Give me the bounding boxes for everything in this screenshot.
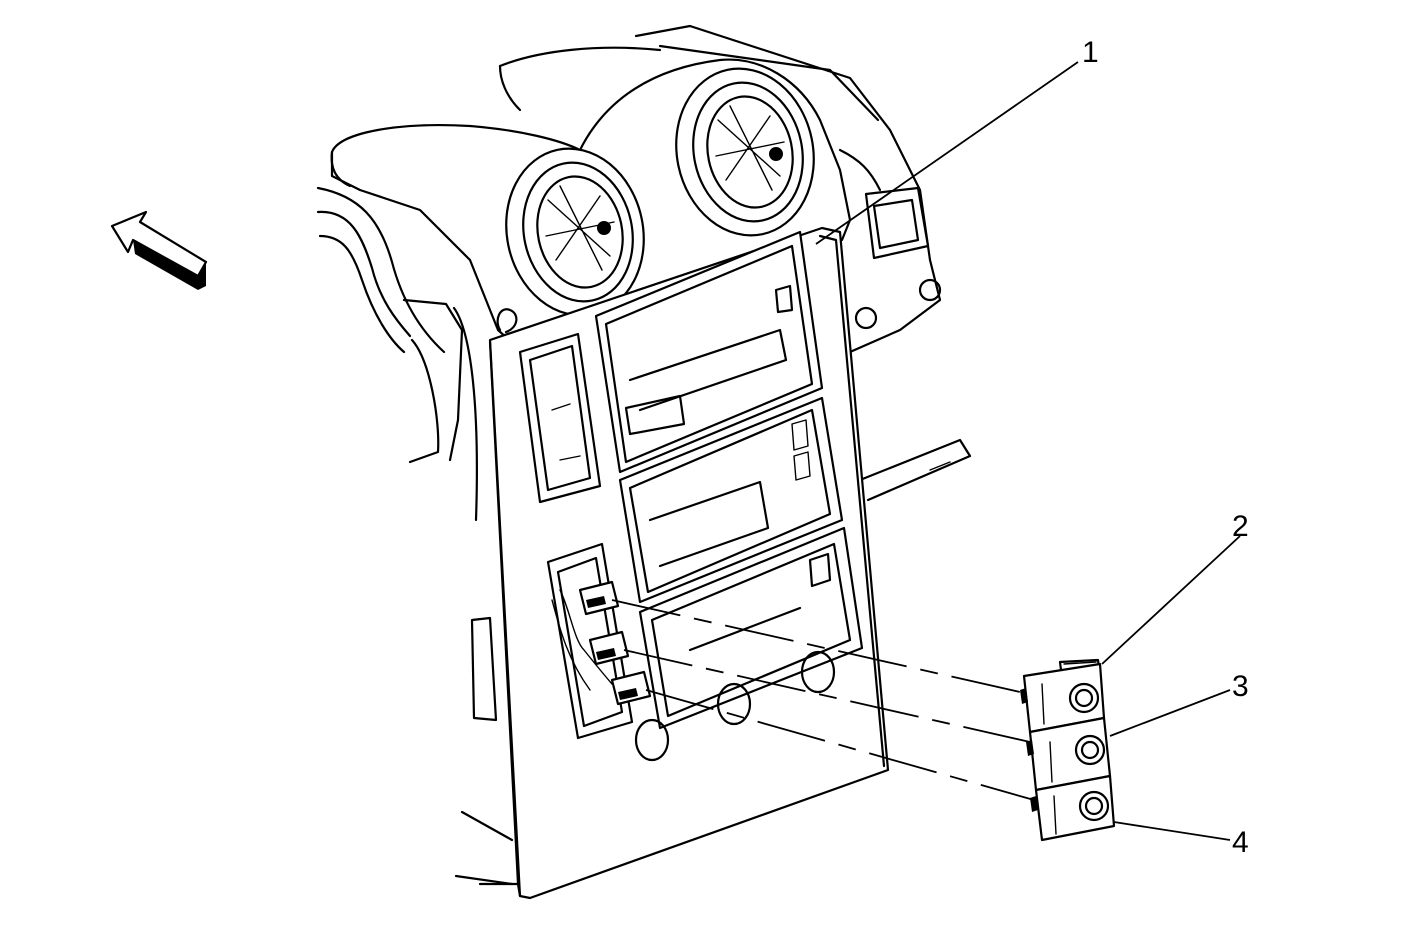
bezel-radio-opening [594,230,824,474]
dashboard-right-body [454,24,972,886]
callout-1: 1 [1082,36,1099,69]
callout-3: 3 [1232,670,1249,703]
harness-connector-middle [588,630,630,666]
dashboard-left-body [316,186,478,522]
bezel-keyholes [634,650,836,762]
forward-arrow-icon [110,210,208,290]
bezel-middle-opening [618,396,844,604]
alignment-lines [611,599,1035,801]
switch-lower [1030,774,1116,842]
vent-left [505,147,645,317]
harness-connector-lower [610,670,652,706]
switch-middle [1026,716,1112,792]
harness-connector-upper [578,580,620,616]
vent-right [675,67,815,237]
switch-assembly [1020,658,1116,842]
leader-lines [815,61,1241,841]
callout-4: 4 [1232,826,1249,859]
bezel-lower-opening [638,526,864,730]
harness-wires [551,589,613,691]
callout-2: 2 [1232,510,1249,543]
bezel-upper-left-slot [518,332,602,504]
